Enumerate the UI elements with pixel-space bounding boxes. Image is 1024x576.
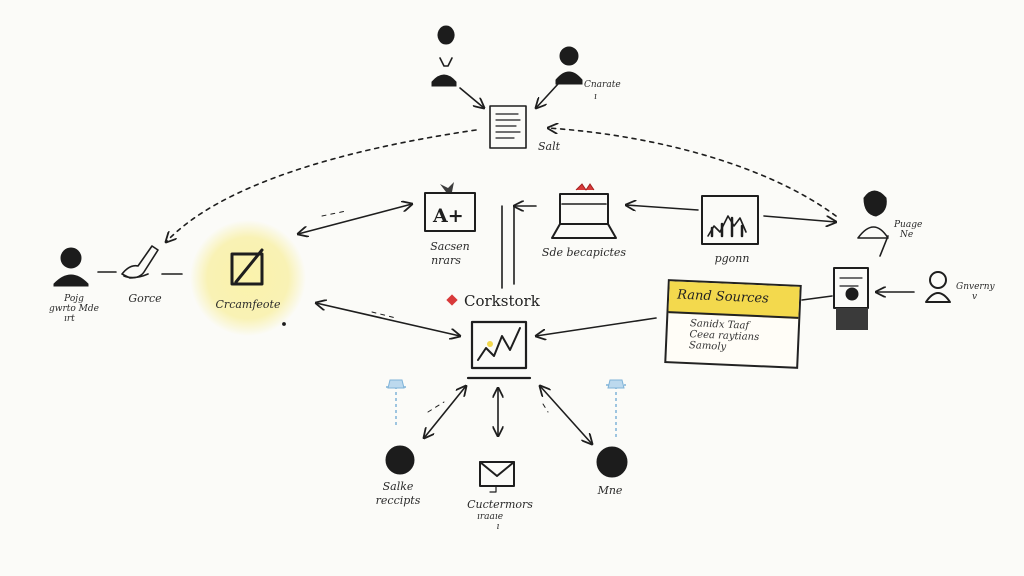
hand-pen-icon	[121, 245, 159, 279]
person-icon	[857, 190, 889, 239]
line-person-to-podium	[879, 235, 889, 257]
chart-card-icon	[701, 195, 759, 245]
note-icon	[190, 220, 306, 336]
dash-mark	[321, 210, 347, 217]
top-right-person-label: Cnarate	[584, 80, 621, 90]
line-split-connector	[501, 205, 515, 289]
arrow-hub-to-bottom-right	[540, 386, 592, 444]
dashed-arrow-right-to-document	[548, 128, 837, 217]
arrow-note-gradecard	[298, 204, 412, 234]
mail-label: Cuctermors	[467, 498, 533, 511]
arrow-note-to-hub	[316, 303, 460, 336]
arrow-sources-to-hub	[536, 317, 657, 336]
brand-label: Corkstork	[464, 292, 540, 310]
arrow-person-to-document	[459, 87, 484, 108]
person-icon	[596, 446, 628, 478]
monitor-chart-icon	[466, 320, 532, 380]
bottom-right-person-label: Mne	[597, 484, 623, 497]
right-person-label: Puage	[894, 220, 923, 230]
dashed-arrow-document-to-hand	[166, 129, 477, 242]
far-right-person-label: Gnverny	[956, 282, 995, 292]
arrow-chart-to-person	[763, 215, 836, 222]
left-person-sublabel: gwrto Mde	[49, 304, 99, 314]
mail-sublabel-2: ı	[496, 522, 500, 532]
podium-poster-icon	[833, 267, 869, 330]
chart-card-label: pgonn	[714, 252, 750, 265]
arrow-hub-to-bottom-left	[424, 386, 466, 438]
grade-card-sublabel: nrars	[431, 254, 461, 267]
person-icon	[555, 46, 583, 85]
grade-card-label: Sacsen	[430, 240, 470, 253]
dash-mark	[371, 311, 397, 319]
right-person-sublabel: Ne	[900, 230, 914, 240]
arrow-person2-to-document	[536, 83, 559, 108]
dash-mark	[542, 403, 549, 413]
arrow-chart-to-laptop	[626, 205, 699, 210]
left-person-label: Pojg	[64, 294, 84, 304]
mail-icon	[479, 461, 515, 493]
bottom-left-person-label: Salke	[382, 480, 414, 493]
mail-sublabel: ıraaıe	[476, 512, 504, 522]
laptop-label: Sde becapictes	[541, 246, 627, 259]
person-icon	[925, 271, 951, 303]
svg-text:A+: A+	[432, 205, 464, 227]
left-person-sublabel-2: ırt	[64, 314, 75, 324]
grade-card-icon: A+	[424, 182, 476, 232]
document-icon	[489, 105, 527, 149]
laptop-icon	[551, 183, 617, 239]
lightbulb-person-icon	[431, 25, 457, 87]
top-right-person-sublabel: ı	[594, 92, 597, 102]
note-label: Crcamfeote	[215, 298, 281, 311]
connectors	[97, 83, 915, 444]
dash-mark	[427, 401, 445, 413]
hand-label: Gorce	[128, 292, 162, 305]
person-icon	[385, 445, 415, 475]
document-label: Salt	[538, 140, 561, 153]
sources-card: Rand Sources Sanidx Taaf Ceea raytians S…	[664, 279, 802, 369]
person-icon	[53, 247, 89, 287]
bottom-left-person-sublabel: reccipts	[375, 494, 421, 507]
blue-guide-icon	[386, 379, 626, 440]
line-podium-to-sources	[801, 295, 833, 301]
far-right-person-sublabel: v	[972, 292, 978, 302]
